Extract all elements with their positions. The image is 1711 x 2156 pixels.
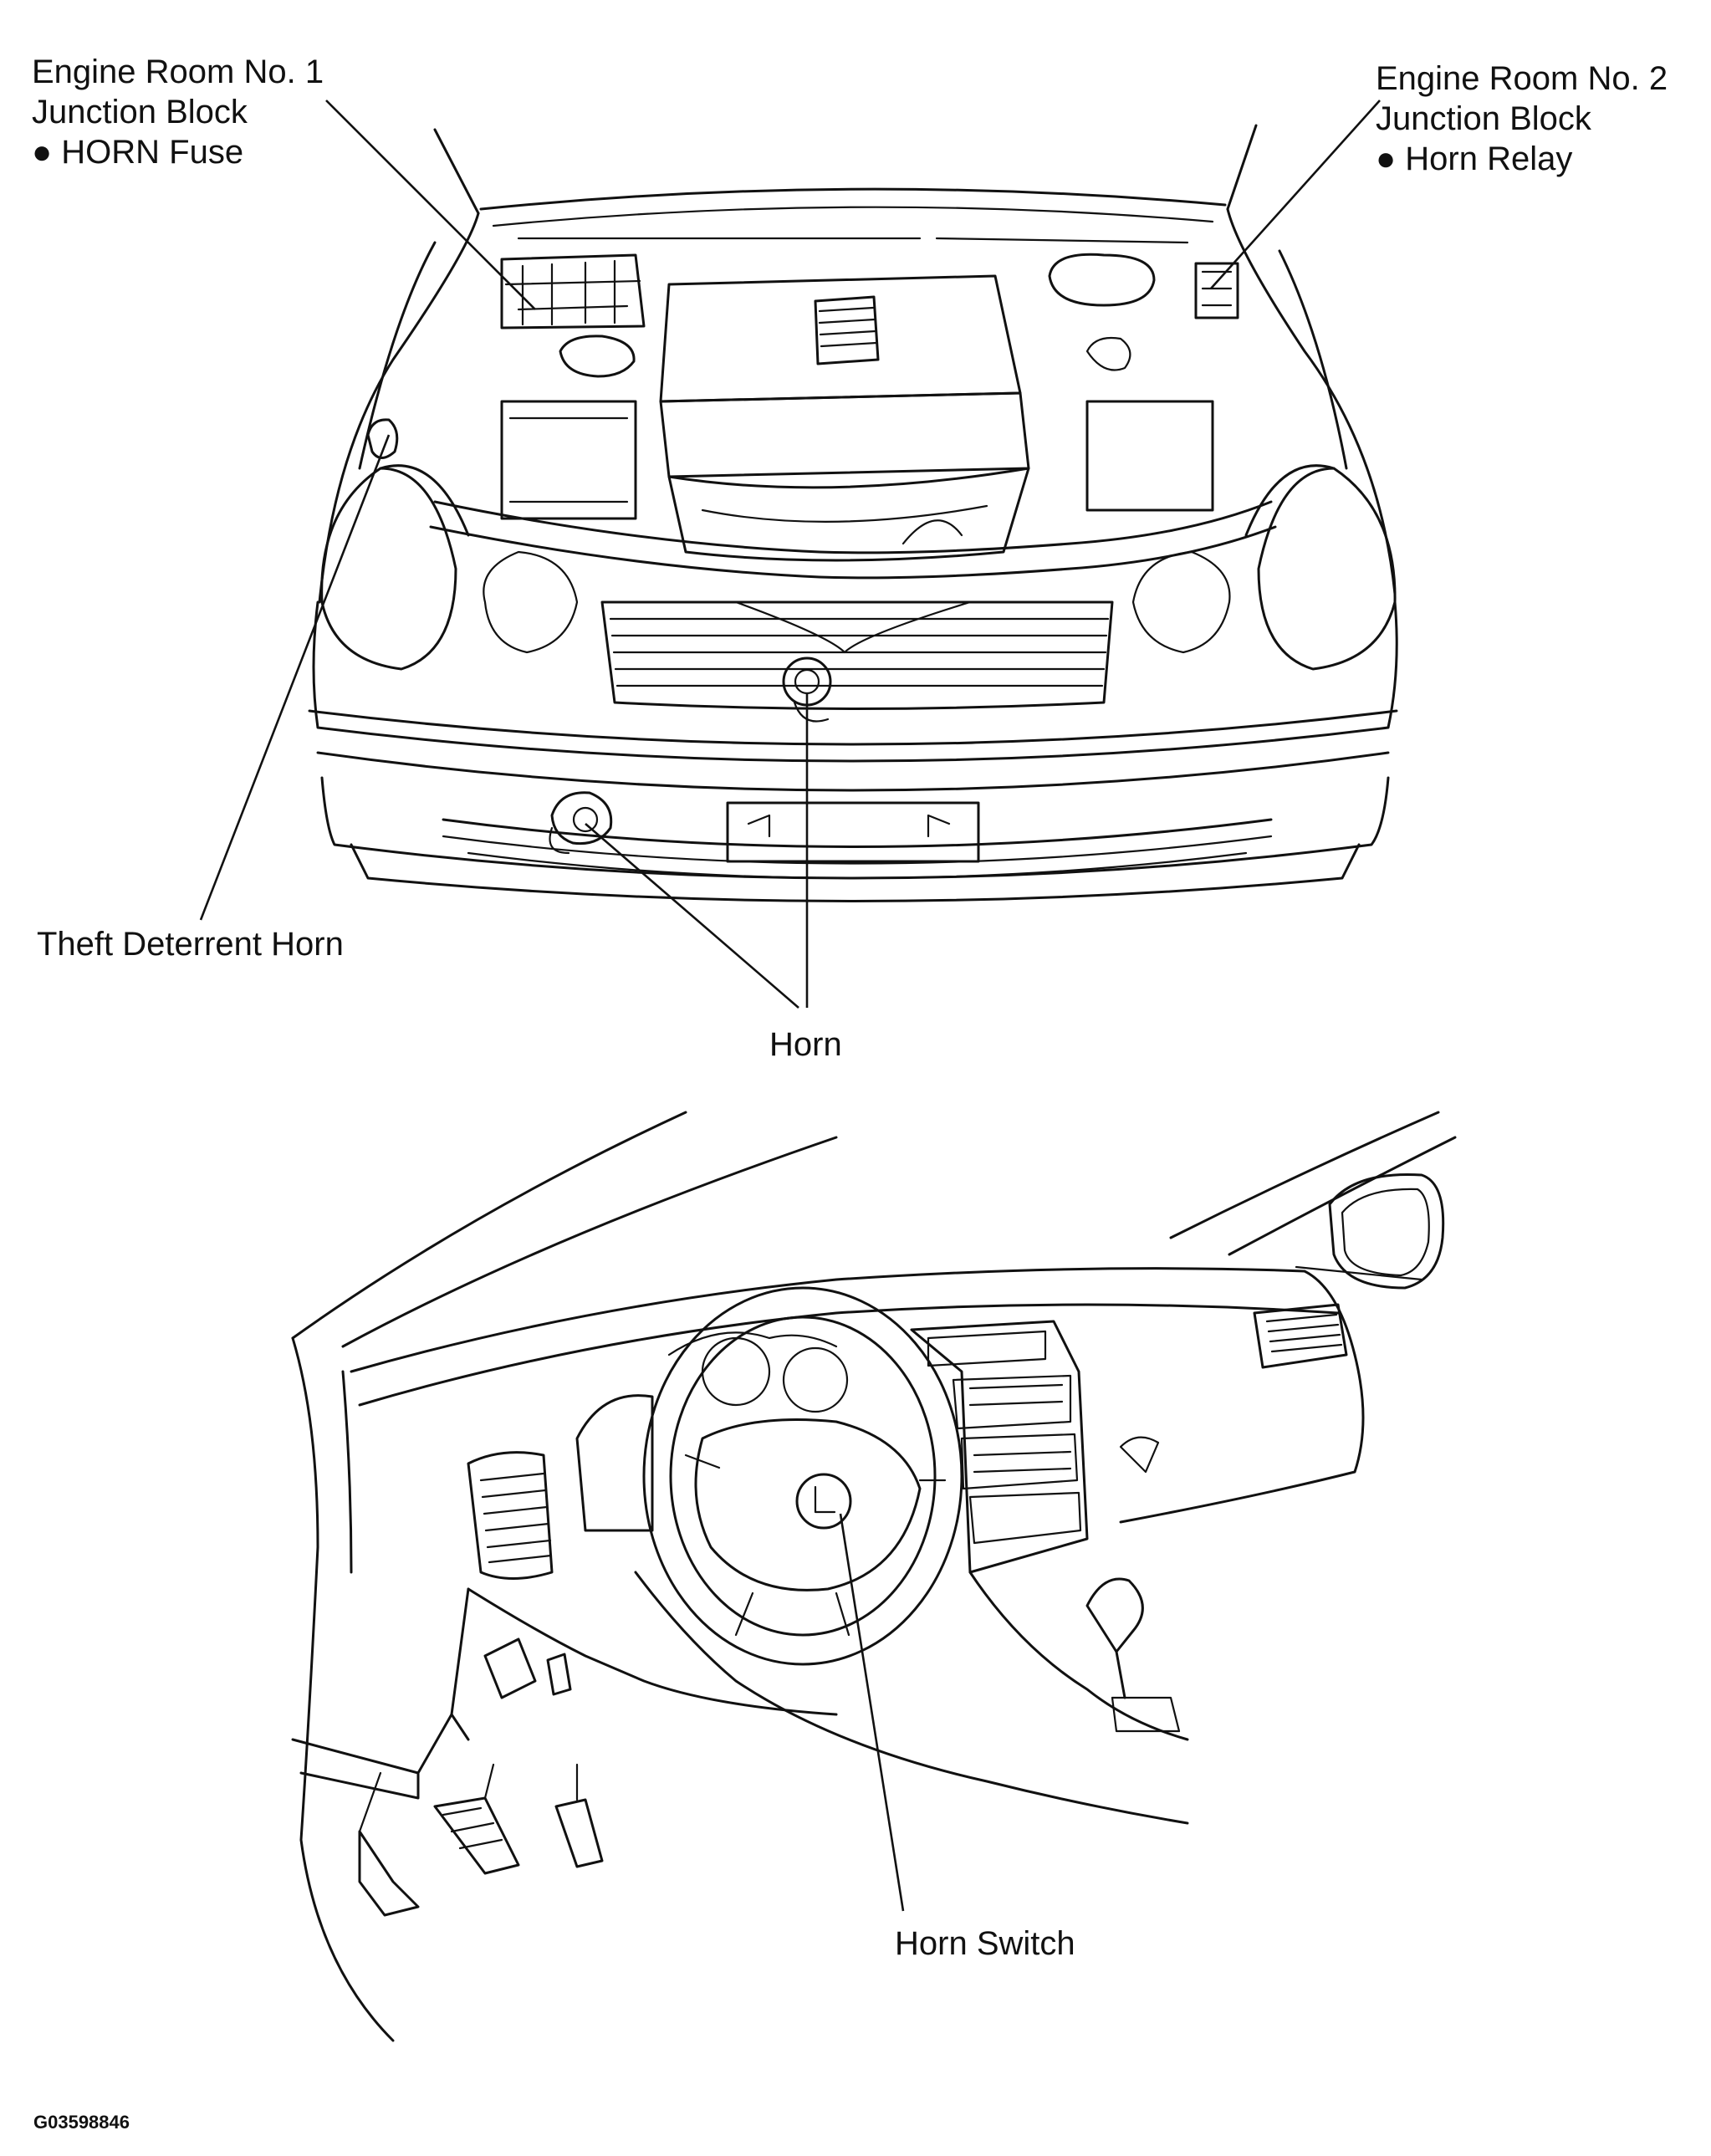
license-plate-area — [726, 801, 980, 863]
steering-wheel — [642, 1286, 963, 1666]
label-horn-relay: ● Horn Relay — [1376, 140, 1573, 177]
horn-pad-emblem — [795, 1473, 852, 1530]
engine-room-no1-junction-block — [500, 253, 646, 330]
label-engine-room-no2-line2: Junction Block — [1376, 100, 1591, 137]
label-engine-room-no2-junction-block: Engine Room No. 2 Junction Block ● Horn … — [1376, 59, 1668, 179]
right-headlight — [1257, 467, 1397, 671]
parking-pedal — [358, 1830, 420, 1917]
label-engine-room-no1-junction-block: Engine Room No. 1 Junction Block ● HORN … — [32, 52, 324, 172]
battery — [1085, 400, 1214, 512]
left-headlight — [320, 467, 457, 671]
left-air-vent — [467, 1451, 554, 1580]
label-horn-fuse: ● HORN Fuse — [32, 134, 244, 171]
grille — [600, 600, 1114, 710]
rear-view-mirror — [1328, 1173, 1445, 1290]
top-leader-lines — [199, 100, 1381, 1009]
label-horn: Horn — [769, 1026, 842, 1063]
label-engine-room-no1-line2: Junction Block — [32, 94, 248, 130]
accelerator-pedal — [554, 1798, 604, 1868]
air-cleaner — [500, 400, 637, 520]
label-horn-switch: Horn Switch — [895, 1925, 1075, 1962]
intake-plenum — [667, 467, 1030, 562]
gear-shifter — [1085, 1577, 1144, 1653]
engine-room-no2-junction-block — [1194, 262, 1239, 319]
engine-cover — [659, 274, 1022, 403]
right-air-vent — [1253, 1303, 1348, 1369]
horn-switch-leader — [839, 1513, 905, 1912]
brake-pedal — [433, 1796, 520, 1875]
engine-bay-illustration — [308, 124, 1398, 902]
interior-illustration — [291, 1111, 1457, 2042]
center-stack — [910, 1320, 1089, 1574]
horn-part-lower — [550, 791, 613, 846]
label-theft-deterrent-horn: Theft Deterrent Horn — [37, 926, 344, 963]
steering-wheel-hub — [694, 1418, 922, 1591]
label-engine-room-no1-line1: Engine Room No. 1 — [32, 54, 324, 90]
label-engine-room-no2-line1: Engine Room No. 2 — [1376, 60, 1668, 97]
figure-code: G03598846 — [33, 2112, 130, 2133]
